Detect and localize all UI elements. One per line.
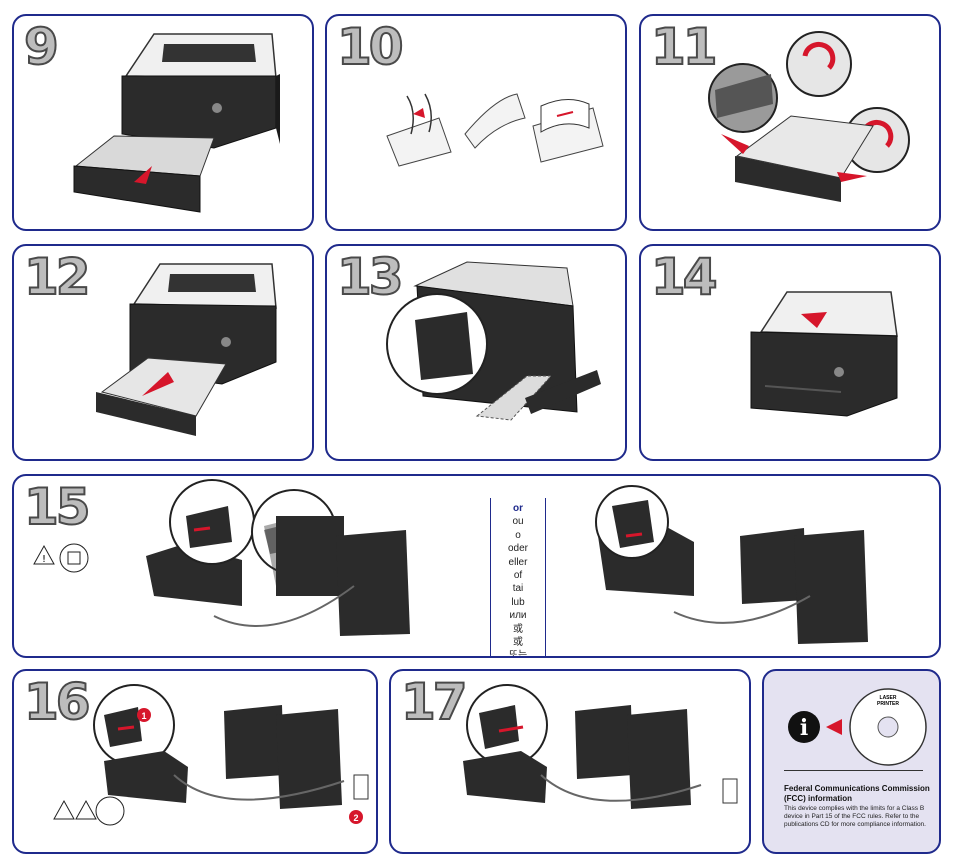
wall-outlet-icon [353, 774, 369, 800]
info-icon [788, 711, 820, 743]
step-17-panel: 17 [389, 669, 751, 854]
or-label: of [513, 570, 523, 582]
callout-1: 1 [141, 711, 146, 721]
power-cord-back-illustration [386, 261, 601, 421]
publications-cd-illustration: i LASER PRINTER [788, 688, 927, 766]
cd-label-line2: PRINTER [877, 701, 899, 707]
or-label: lub [511, 596, 525, 608]
fcc-title: Federal Communications Commission (FCC) … [784, 784, 930, 803]
or-label: 또는 [508, 650, 528, 658]
wall-outlet-icon [722, 778, 738, 804]
step-number: 16 [23, 673, 92, 731]
step-9-panel: 9 [12, 14, 314, 231]
info-icon-glyph: i [800, 715, 808, 741]
step-number: 17 [400, 673, 469, 731]
svg-text:!: ! [42, 554, 46, 565]
step-number: 13 [336, 248, 405, 306]
caution-icon [53, 799, 75, 820]
step-14-panel: 14 [639, 244, 941, 461]
read-manual-icon [59, 543, 89, 573]
printer-tray-removed-illustration [73, 33, 280, 213]
step-number: 12 [23, 248, 92, 306]
shock-hazard-icon [75, 799, 97, 820]
divider [784, 770, 923, 771]
flex-paper-stack-illustration [386, 93, 604, 167]
connect-usb-or-parallel-illustration: ! [33, 479, 868, 644]
step-number: 10 [336, 18, 405, 76]
step-16-panel: 16 1 2 [12, 669, 378, 854]
insert-tray-illustration [96, 263, 277, 436]
step-13-panel: 13 [325, 244, 627, 461]
printer-front-illustration [750, 291, 898, 417]
step-12-panel: 12 [12, 244, 314, 461]
or-translations-list: or ou o oder eller of tai lub или 或 或 또는 [490, 498, 546, 658]
read-manual-icon [95, 796, 125, 826]
or-label: oder [507, 543, 528, 555]
fcc-body: This device complies with the limits for… [784, 805, 926, 828]
step-number: 9 [23, 18, 60, 76]
power-switch-on-illustration [463, 684, 738, 809]
or-label: o [515, 529, 521, 541]
or-label: 或 [513, 637, 523, 649]
step-11-panel: 11 [639, 14, 941, 231]
step-number: 15 [23, 478, 92, 536]
fcc-info-panel: i LASER PRINTER Federal Communications C… [762, 669, 941, 854]
or-label: 或 [513, 623, 523, 635]
or-label: or [513, 503, 523, 514]
adjust-paper-guides-illustration [708, 31, 910, 202]
step-15-panel: 15 ! or ou o oder eller of tai lub ил [12, 474, 941, 658]
or-label: eller [508, 556, 528, 568]
caution-icon: ! [33, 544, 55, 565]
or-label: ou [512, 516, 524, 528]
cd-label-line1: LASER [880, 695, 897, 701]
callout-2: 2 [353, 813, 358, 823]
or-label: tai [512, 583, 524, 595]
or-label: или [509, 610, 527, 622]
step-number: 14 [650, 248, 719, 306]
connect-power-cord-illustration: 1 2 [53, 684, 369, 826]
step-10-panel: 10 [325, 14, 627, 231]
step-number: 11 [650, 18, 719, 76]
